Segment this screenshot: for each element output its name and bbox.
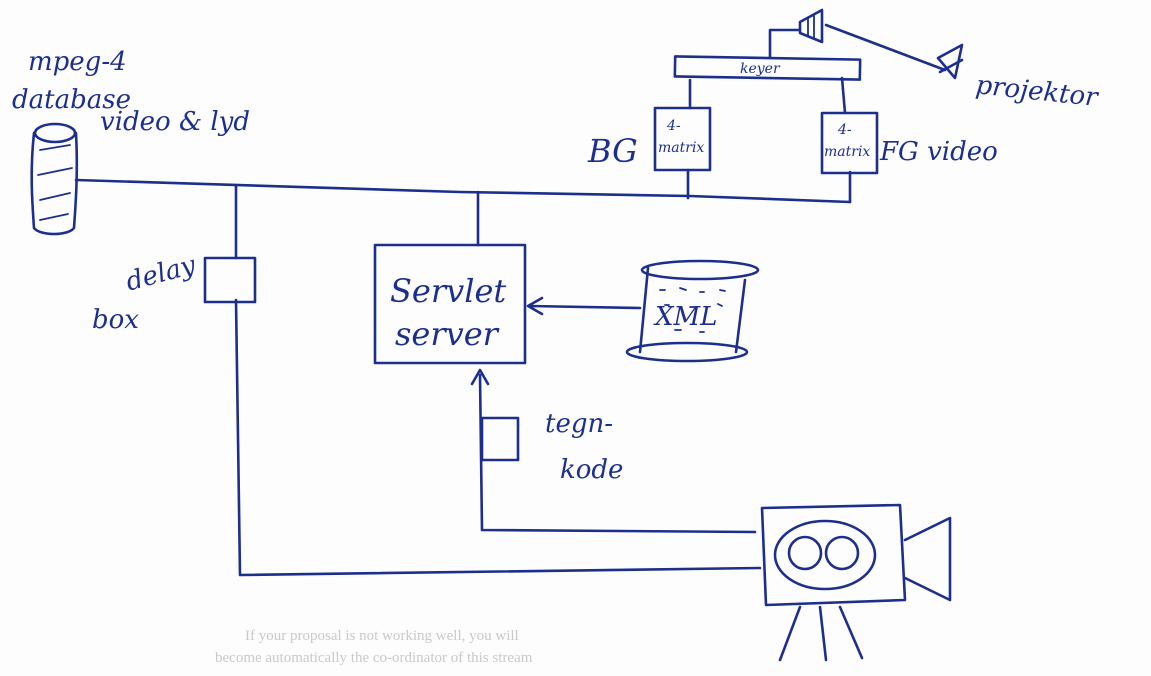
bleed-text-line2: become automatically the co-ordinator of… (215, 650, 533, 666)
speaker-to-projector-line (826, 25, 945, 70)
camera-to-servlet-line (472, 370, 755, 532)
bg-matrix-box (655, 108, 710, 170)
projector-icon (938, 45, 962, 78)
video-camera-icon (762, 505, 950, 660)
servlet-label-line2: server (395, 315, 500, 353)
bg-matrix-label-line1: 4- (666, 118, 681, 134)
keyer-output-line (770, 30, 800, 57)
keyer-label: keyer (740, 61, 781, 77)
fg-matrix-label-line1: 4- (837, 122, 852, 138)
delay-label-line1: delay (123, 250, 199, 297)
fg-video-label: FG video (879, 137, 998, 167)
xml-to-servlet-arrow (528, 298, 640, 314)
database-label-line1: mpeg-4 (28, 47, 127, 77)
speaker-icon (800, 10, 822, 42)
delay-label-line2: box (92, 305, 139, 335)
database-label-line3: video & lyd (100, 107, 250, 137)
bg-matrix-label-line2: matrix (658, 140, 704, 156)
projector-label: projektor (974, 70, 1100, 113)
servlet-label-line1: Servlet (390, 272, 506, 310)
tracker-label-line1: tegn- (545, 409, 613, 439)
main-bus-line (76, 180, 850, 202)
database-cylinder (32, 124, 77, 234)
xml-label: XML (653, 302, 717, 332)
fg-matrix-label-line2: matrix (824, 144, 870, 160)
bleed-text-line1: If your proposal is not working well, yo… (245, 628, 519, 644)
bg-label: BG (587, 132, 638, 170)
delay-box (205, 258, 255, 302)
tracker-box (482, 418, 518, 460)
tracker-label-line2: kode (560, 455, 623, 485)
fg-to-keyer-line (842, 78, 845, 113)
